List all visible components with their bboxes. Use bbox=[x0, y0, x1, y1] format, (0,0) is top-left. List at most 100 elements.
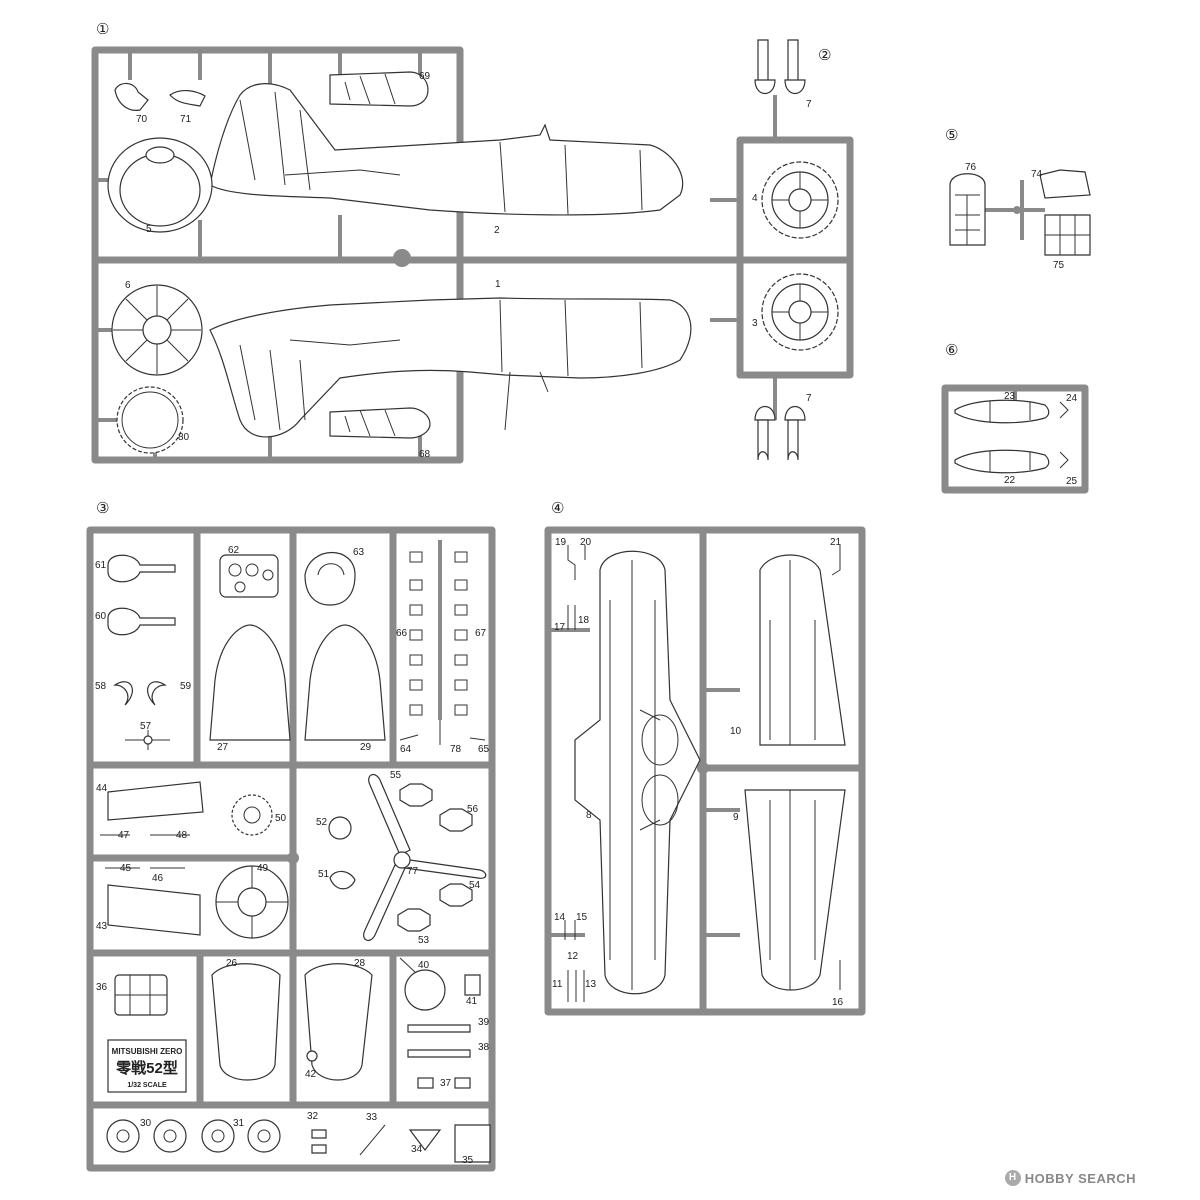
part-number: 70 bbox=[136, 114, 148, 125]
sprue-frame-1 bbox=[91, 46, 744, 464]
scale-tag bbox=[107, 1039, 187, 1093]
frame-label-2: ② bbox=[818, 46, 831, 64]
part-number: 13 bbox=[585, 979, 597, 990]
part-number: 63 bbox=[353, 547, 365, 558]
part-number: 33 bbox=[366, 1112, 378, 1123]
sprue-frame-3 bbox=[86, 526, 496, 1172]
part-number: 8 bbox=[586, 810, 592, 821]
part-number: 5 bbox=[146, 224, 152, 235]
part-number: 28 bbox=[354, 958, 366, 969]
part-number: 49 bbox=[257, 863, 269, 874]
part-number: 42 bbox=[305, 1069, 317, 1080]
frame-label-6: ⑥ bbox=[945, 341, 958, 359]
part-number: 78 bbox=[450, 744, 462, 755]
part-number: 57 bbox=[140, 721, 152, 732]
part-number: 12 bbox=[567, 951, 579, 962]
part-number: 25 bbox=[1066, 476, 1078, 487]
part-number: 56 bbox=[467, 804, 479, 815]
part-number: 21 bbox=[830, 537, 842, 548]
part-number: 39 bbox=[478, 1017, 490, 1028]
part-number: 61 bbox=[95, 560, 107, 571]
part-number: 19 bbox=[555, 537, 567, 548]
part-number: 68 bbox=[419, 449, 431, 460]
part-number: 7 bbox=[806, 393, 812, 404]
part-number: 31 bbox=[233, 1118, 245, 1129]
frame-label-5: ⑤ bbox=[945, 126, 958, 144]
part-number: 41 bbox=[466, 996, 478, 1007]
part-number: 7 bbox=[806, 99, 812, 110]
part-number: 74 bbox=[1031, 169, 1043, 180]
part-number: 75 bbox=[1053, 260, 1065, 271]
part-number: 16 bbox=[832, 997, 844, 1008]
part-number: 45 bbox=[120, 863, 132, 874]
part-number: 65 bbox=[478, 744, 490, 755]
part-number: 34 bbox=[411, 1144, 423, 1155]
part-number: 54 bbox=[469, 880, 481, 891]
part-number: 17 bbox=[554, 622, 566, 633]
part-number: 27 bbox=[217, 742, 229, 753]
part-number: 47 bbox=[118, 830, 130, 841]
part-number: 29 bbox=[360, 742, 372, 753]
watermark-brand: HOBBY SEARCH bbox=[1024, 1170, 1136, 1186]
part-number: 43 bbox=[96, 921, 108, 932]
sprue-frame-6 bbox=[941, 384, 1089, 494]
part-number: 35 bbox=[462, 1155, 474, 1166]
part-number: 44 bbox=[96, 783, 108, 794]
part-number: 36 bbox=[96, 982, 108, 993]
part-number: 24 bbox=[1066, 393, 1078, 404]
sprue-frame-5 bbox=[949, 169, 1091, 256]
watermark: H HOBBY SEARCH bbox=[1004, 1170, 1136, 1186]
part-number: 4 bbox=[752, 193, 758, 204]
part-number: 51 bbox=[318, 869, 330, 880]
part-number: 3 bbox=[752, 318, 758, 329]
hobby-search-logo-icon: H bbox=[1004, 1170, 1021, 1186]
part-number: 53 bbox=[418, 935, 430, 946]
part-number: 59 bbox=[180, 681, 192, 692]
part-number: 26 bbox=[226, 958, 238, 969]
part-number: 60 bbox=[95, 611, 107, 622]
part-number: 20 bbox=[580, 537, 592, 548]
part-number: 48 bbox=[176, 830, 188, 841]
frame-label-1: ① bbox=[96, 20, 109, 38]
part-number: 71 bbox=[180, 114, 192, 125]
part-number-labels: 1 2 3 4 5 6 7 7 8 9 10 11 12 13 14 15 16… bbox=[95, 71, 1078, 1166]
part-number: 38 bbox=[478, 1042, 490, 1053]
part-number: 55 bbox=[390, 770, 402, 781]
part-number: 11 bbox=[552, 979, 563, 990]
frame-label-4: ④ bbox=[551, 499, 564, 517]
part-number: 9 bbox=[733, 812, 739, 823]
part-number: 14 bbox=[554, 912, 566, 923]
part-number: 46 bbox=[152, 873, 164, 884]
part-number: 58 bbox=[95, 681, 107, 692]
part-number: 66 bbox=[396, 628, 408, 639]
part-number: 40 bbox=[418, 960, 430, 971]
sprue-frame-2 bbox=[710, 39, 854, 461]
part-number: 77 bbox=[407, 866, 419, 877]
sprue-frame-4 bbox=[544, 526, 866, 1016]
part-number: 50 bbox=[275, 813, 287, 824]
scale-tag-text: MITSUBISHI ZERO 零戦52型 1/32 SCALE bbox=[112, 1047, 183, 1089]
part-number: 32 bbox=[307, 1111, 319, 1122]
part-number: 76 bbox=[965, 162, 977, 173]
part-number: 18 bbox=[578, 615, 590, 626]
part-number: 64 bbox=[400, 744, 412, 755]
tag-line-3: 1/32 SCALE bbox=[127, 1082, 167, 1089]
part-number: 15 bbox=[576, 912, 588, 923]
part-number: 30 bbox=[140, 1118, 152, 1129]
frame-labels: ① ② ③ ④ ⑤ ⑥ bbox=[96, 20, 958, 517]
part-number: 69 bbox=[419, 71, 431, 82]
part-number: 37 bbox=[440, 1078, 452, 1089]
part-number: 52 bbox=[316, 817, 328, 828]
part-number: 1 bbox=[495, 279, 501, 290]
part-number: 67 bbox=[475, 628, 487, 639]
tag-line-2: 零戦52型 bbox=[115, 1059, 178, 1077]
part-number: 62 bbox=[228, 545, 240, 556]
part-number: 10 bbox=[730, 726, 742, 737]
part-number: 80 bbox=[178, 432, 190, 443]
part-number: 6 bbox=[125, 280, 131, 291]
part-number: 2 bbox=[494, 225, 500, 236]
tag-line-1: MITSUBISHI ZERO bbox=[112, 1047, 183, 1056]
part-number: 22 bbox=[1004, 475, 1016, 486]
